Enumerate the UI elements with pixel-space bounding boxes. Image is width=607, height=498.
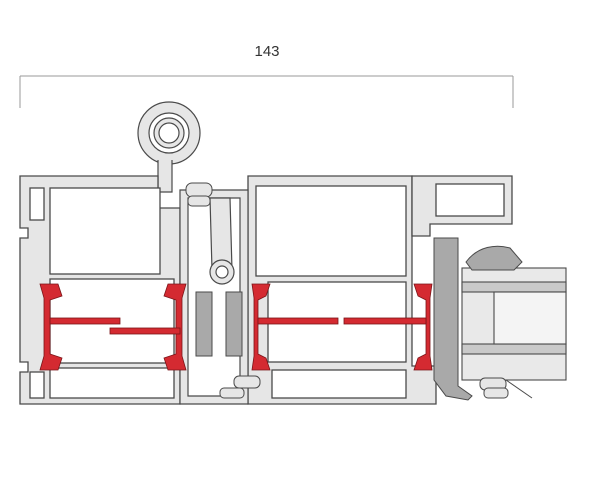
glass-pane [461, 267, 567, 381]
leader-line [505, 379, 533, 399]
hinge-pin [137, 101, 201, 193]
dimension-line [19, 75, 514, 108]
gaskets [195, 237, 523, 401]
sash-profile [247, 175, 437, 405]
thermal-break-strips [39, 283, 433, 371]
glazing-frame [411, 175, 513, 237]
gasket-clips [185, 182, 509, 399]
dimension-label: 143 [254, 43, 279, 60]
